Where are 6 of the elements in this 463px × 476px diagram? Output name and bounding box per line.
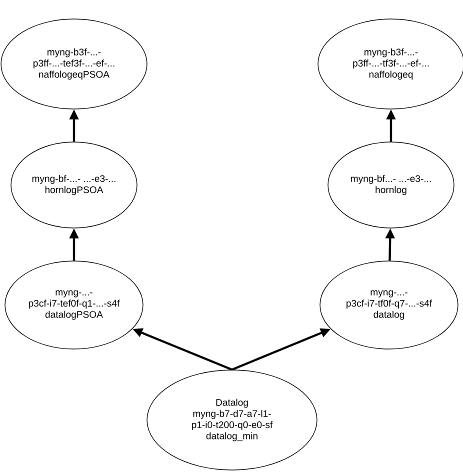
ellipse-node: myng-b3f-...- p3ff-...-tef3f-...-ef-... naffologeqPSOA [0, 18, 148, 110]
ellipse-node: myng-...- p3cf-i7-tef0f-q1-...-s4f datalogPSOA [4, 260, 144, 350]
ellipse-node: myng-...- p3cf-i7-tf0f-q7-...-s4f datalog [320, 260, 458, 350]
ellipse-node: Datalog myng-b7-d7-a7-l1- p1-i0-t200-q0-e0-sf datalog_min [146, 370, 318, 470]
ellipse-node: myng-bf...- ...-e3-... hornlog [328, 142, 454, 228]
ellipse-node: myng-bf-...- ...-e3-... hornlogPSOA [10, 142, 138, 228]
